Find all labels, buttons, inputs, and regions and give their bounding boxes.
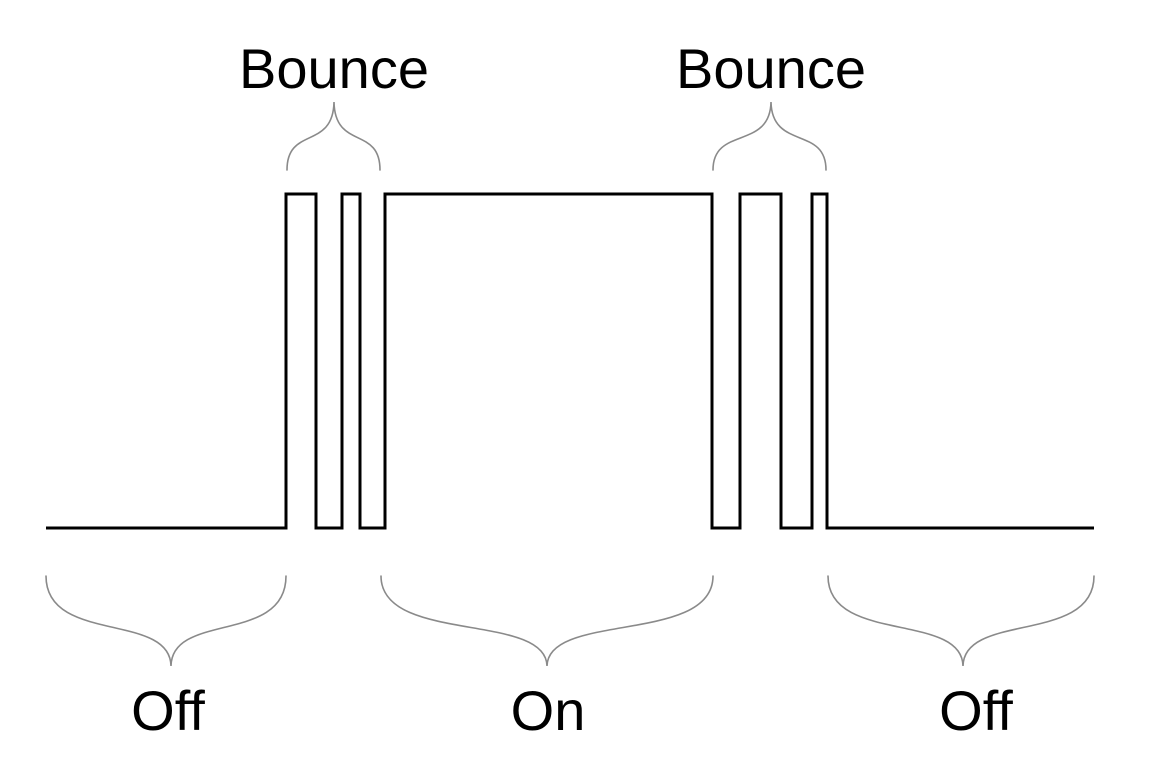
on-brace xyxy=(380,575,714,667)
off-start-label: Off xyxy=(131,679,205,742)
signal-trace xyxy=(46,192,1094,530)
off-end-label: Off xyxy=(939,679,1013,742)
bounce-start-label: Bounce xyxy=(239,37,429,100)
on-label: On xyxy=(511,679,586,742)
bounce-start-brace xyxy=(286,101,381,171)
bounce-end-label: Bounce xyxy=(676,37,866,100)
bounce-end-brace xyxy=(712,101,827,171)
off-start-brace xyxy=(45,575,287,667)
off-end-brace xyxy=(827,575,1095,667)
